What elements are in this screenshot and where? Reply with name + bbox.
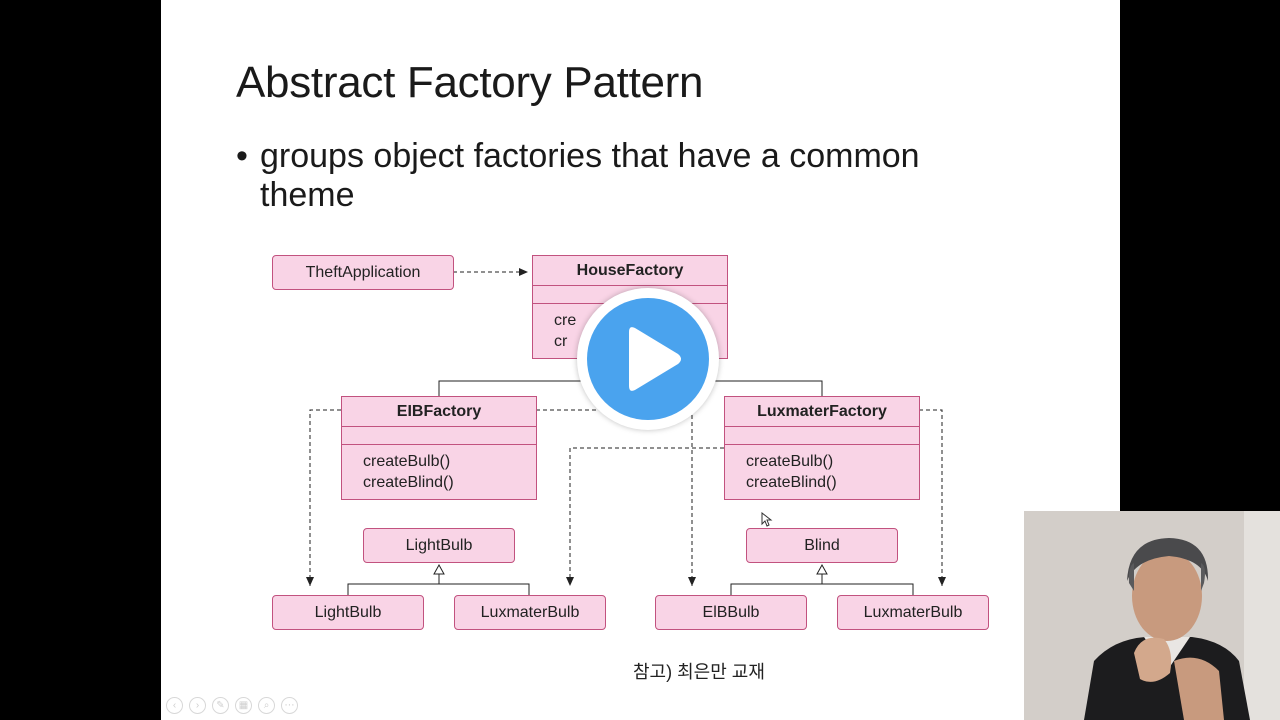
previous-slide-icon[interactable]: ‹ [166,697,183,714]
next-slide-icon[interactable]: › [189,697,206,714]
luxmater-bulb-box: LuxmaterBulb [454,595,606,630]
slide-title: Abstract Factory Pattern [236,58,704,107]
house-factory-op: cre [554,312,577,329]
eib-factory-name: EIBFactory [342,397,536,427]
eib-bulb-box: ElBBulb [655,595,807,630]
eib-factory-op: createBulb() [363,453,451,470]
theft-application-label: TheftApplication [305,263,421,281]
reference-note: 참고) 최은만 교재 [633,662,765,682]
slide-controls: ‹ › ✎ ▦ ⌕ ⋯ [166,697,298,714]
blind-abstract-box: Blind [746,528,898,563]
lightbulb-label: LightBulb [314,603,382,621]
mouse-cursor-icon [761,512,773,527]
blind-abstract-label: Blind [804,536,840,554]
presenter-image [1024,511,1280,720]
luxmater-factory-attributes [725,427,919,445]
eib-factory-attributes [342,427,536,445]
luxmater-bulb-box-2: LuxmaterBulb [837,595,989,630]
more-icon[interactable]: ⋯ [281,697,298,714]
lightbulb-abstract-label: LightBulb [405,536,473,554]
luxmater-factory-op: createBulb() [746,453,834,470]
theft-application-box: TheftApplication [272,255,454,290]
play-button[interactable] [577,288,719,430]
zoom-icon[interactable]: ⌕ [258,697,275,714]
house-factory-op: cr [554,333,568,350]
eib-factory-class: EIBFactory createBulb() createBlind() [341,396,537,500]
luxmater-factory-name: LuxmaterFactory [725,397,919,427]
pen-icon[interactable]: ✎ [212,697,229,714]
house-factory-name: HouseFactory [533,256,727,286]
lightbulb-box: LightBulb [272,595,424,630]
presentation-slide: Abstract Factory Pattern • groups object… [161,0,1120,720]
eib-factory-operations: createBulb() createBlind() [342,445,536,493]
luxmater-factory-operations: createBulb() createBlind() [725,445,919,493]
luxmater-factory-class: LuxmaterFactory createBulb() createBlind… [724,396,920,500]
bullet-dot: • [236,137,248,175]
eib-factory-op: createBlind() [363,474,454,491]
lightbulb-abstract-box: LightBulb [363,528,515,563]
luxmater-bulb-label-2: LuxmaterBulb [863,603,963,621]
eib-bulb-label: ElBBulb [702,603,760,621]
luxmater-factory-op: createBlind() [746,474,837,491]
grid-icon[interactable]: ▦ [235,697,252,714]
house-factory-operations: cre cr [533,304,727,352]
bullet-text: groups object factories that have a comm… [260,137,920,214]
luxmater-bulb-label: LuxmaterBulb [480,603,580,621]
play-icon[interactable] [577,288,719,430]
webcam-feed [1024,511,1280,720]
